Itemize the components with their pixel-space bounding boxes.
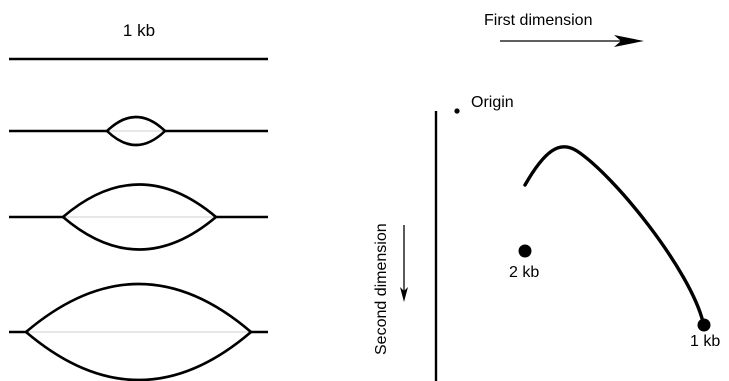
origin-label: Origin <box>471 94 514 111</box>
spot-2kb-label: 2 kb <box>509 264 539 281</box>
replication-arc <box>523 145 705 324</box>
spot-1kb <box>697 318 711 332</box>
first-dimension-arrow <box>500 35 644 47</box>
gel-panel: First dimension Second dimension Origin … <box>373 12 720 381</box>
small-bubble-molecule <box>9 115 268 147</box>
replication-intermediates-panel: 1 kb <box>9 21 268 381</box>
spot-2kb <box>518 244 532 258</box>
large-bubble-molecule <box>9 282 268 381</box>
first-dimension-label: First dimension <box>484 12 592 29</box>
second-dimension-arrow <box>400 225 408 302</box>
origin-dot <box>454 108 460 114</box>
spot-1kb-label: 1 kb <box>690 333 720 350</box>
medium-bubble-molecule <box>9 183 268 251</box>
second-dimension-label: Second dimension <box>373 223 390 355</box>
scale-label: 1 kb <box>123 21 155 40</box>
